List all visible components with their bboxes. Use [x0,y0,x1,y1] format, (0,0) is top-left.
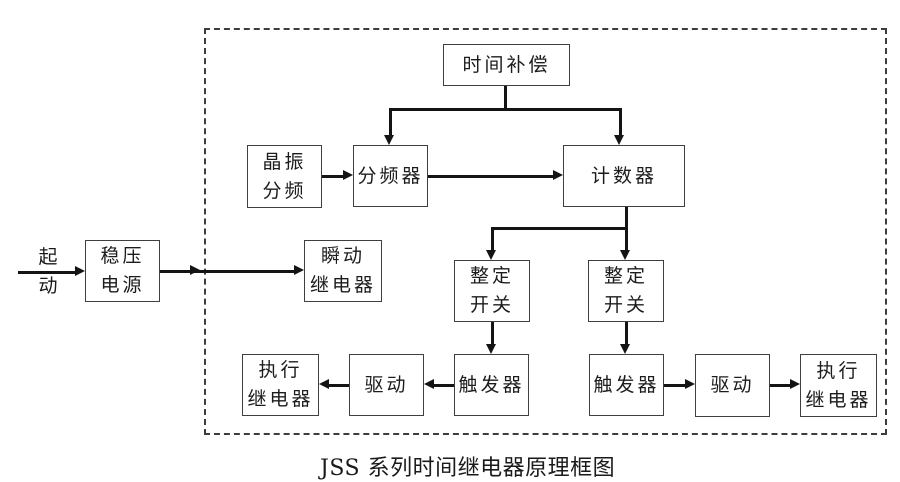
connector-crystal-to-divider [322,175,346,178]
connector-timecomp-branch [389,108,621,111]
connector-power-to-instant-relay [160,270,295,273]
connector-start-to-power [18,271,77,274]
block-trigger-right: 触发器 [589,354,664,416]
block-crystal-divider: 晶振 分频 [247,145,322,208]
connector-switch-to-trigger-left [491,322,494,345]
block-setting-switch-right: 整定 开关 [588,260,664,322]
block-drive-right: 驱动 [695,354,770,417]
block-regulated-power-supply: 稳压 电源 [85,240,160,302]
connector-drive-to-exec-right [770,384,790,387]
arrowhead-into-counter-top [614,135,624,145]
arrowhead-into-instant-relay [294,265,304,275]
arrowhead-into-divider [343,170,353,180]
arrowhead-into-trigger-left [486,344,496,354]
block-executive-relay-right: 执行 继电器 [800,354,877,417]
arrowhead-into-divider-top [384,135,394,145]
connector-drive-to-exec-left [329,384,349,387]
arrowhead-into-trigger-right [620,344,630,354]
connector-timecomp-right-drop [619,108,622,136]
connector-counter-left-drop [491,227,494,251]
connector-counter-branch [491,227,627,230]
block-counter: 计数器 [563,145,685,207]
block-drive-left: 驱动 [349,354,424,416]
connector-trigger-to-drive-right [664,384,685,387]
diagram-caption: JSS 系列时间继电器原理框图 [320,456,616,481]
arrowhead-into-setting-switch-right [620,250,630,260]
block-trigger-left: 触发器 [454,354,529,416]
connector-divider-to-counter [428,175,554,178]
arrowhead-mid-power-line [190,265,200,275]
diagram-dashed-boundary [204,28,887,435]
connector-counter-right-drop [625,227,628,251]
connector-counter-stem [625,207,628,229]
connector-timecomp-left-drop [389,108,392,136]
arrowhead-into-setting-switch-left [486,250,496,260]
arrowhead-into-power [75,266,85,276]
connector-switch-to-trigger-right [625,322,628,345]
arrowhead-into-counter [553,170,563,180]
block-setting-switch-left: 整定 开关 [454,260,530,322]
block-instantaneous-relay: 瞬动 继电器 [304,240,382,302]
arrowhead-into-exec-relay-right [790,379,800,389]
connector-timecomp-stem [504,86,507,110]
connector-trigger-to-drive-left [434,384,454,387]
arrowhead-into-drive-right [685,379,695,389]
block-time-compensation: 时间补偿 [443,44,570,86]
arrowhead-into-drive-left [424,379,434,389]
arrowhead-into-exec-relay-left [319,379,329,389]
block-executive-relay-left: 执行 继电器 [242,354,319,416]
start-input-label: 起 动 [38,246,58,297]
block-frequency-divider: 分频器 [353,145,428,207]
